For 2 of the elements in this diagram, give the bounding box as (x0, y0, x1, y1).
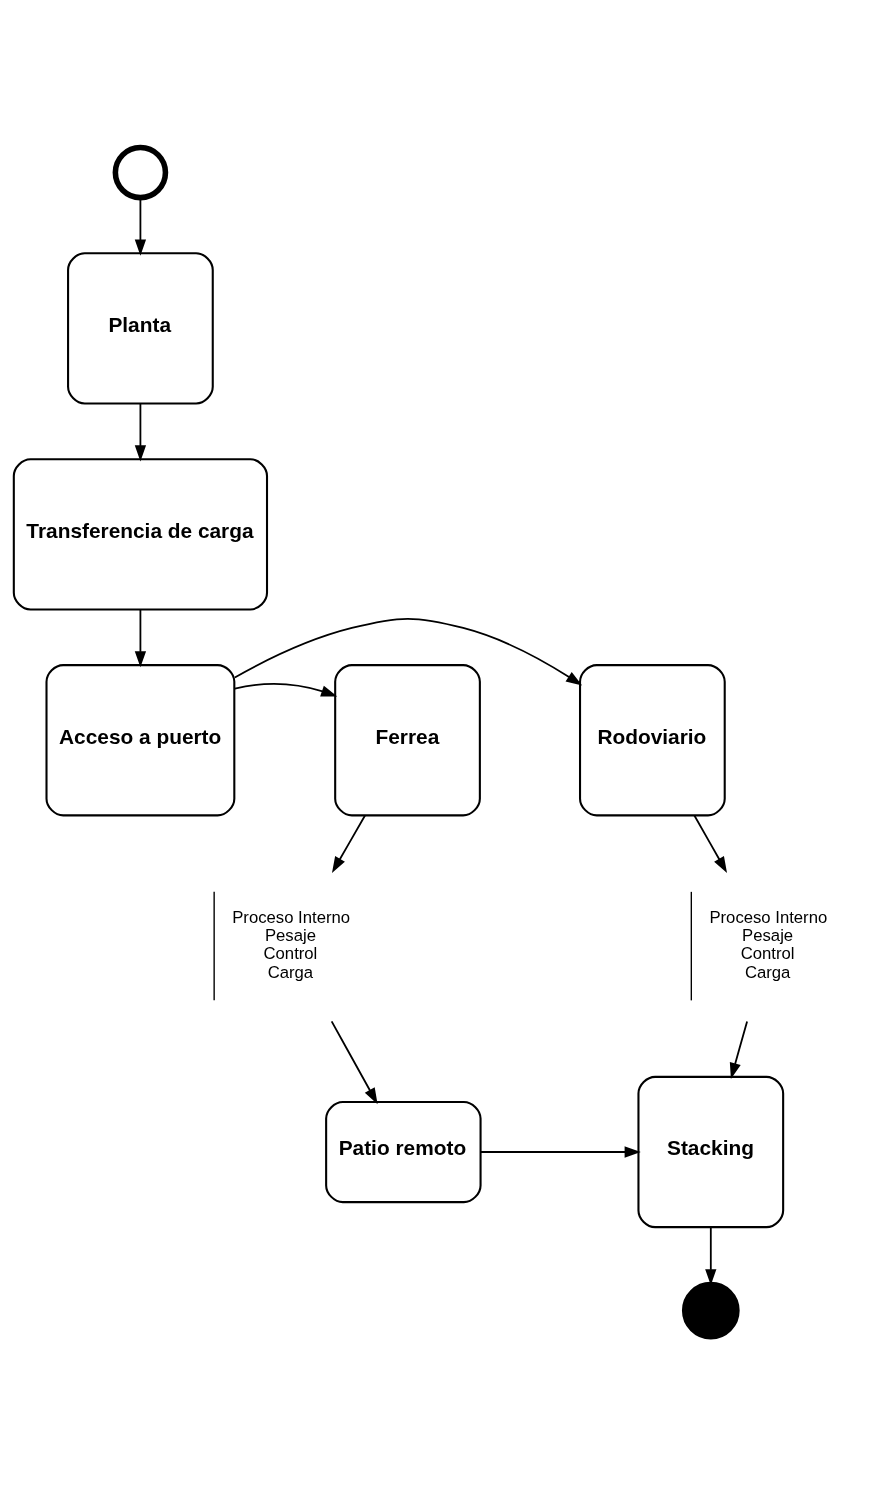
node-text: Proceso Interno Pesaje Control Carga (232, 908, 351, 982)
node-text: Proceso Interno Pesaje Control Carga (709, 908, 828, 982)
